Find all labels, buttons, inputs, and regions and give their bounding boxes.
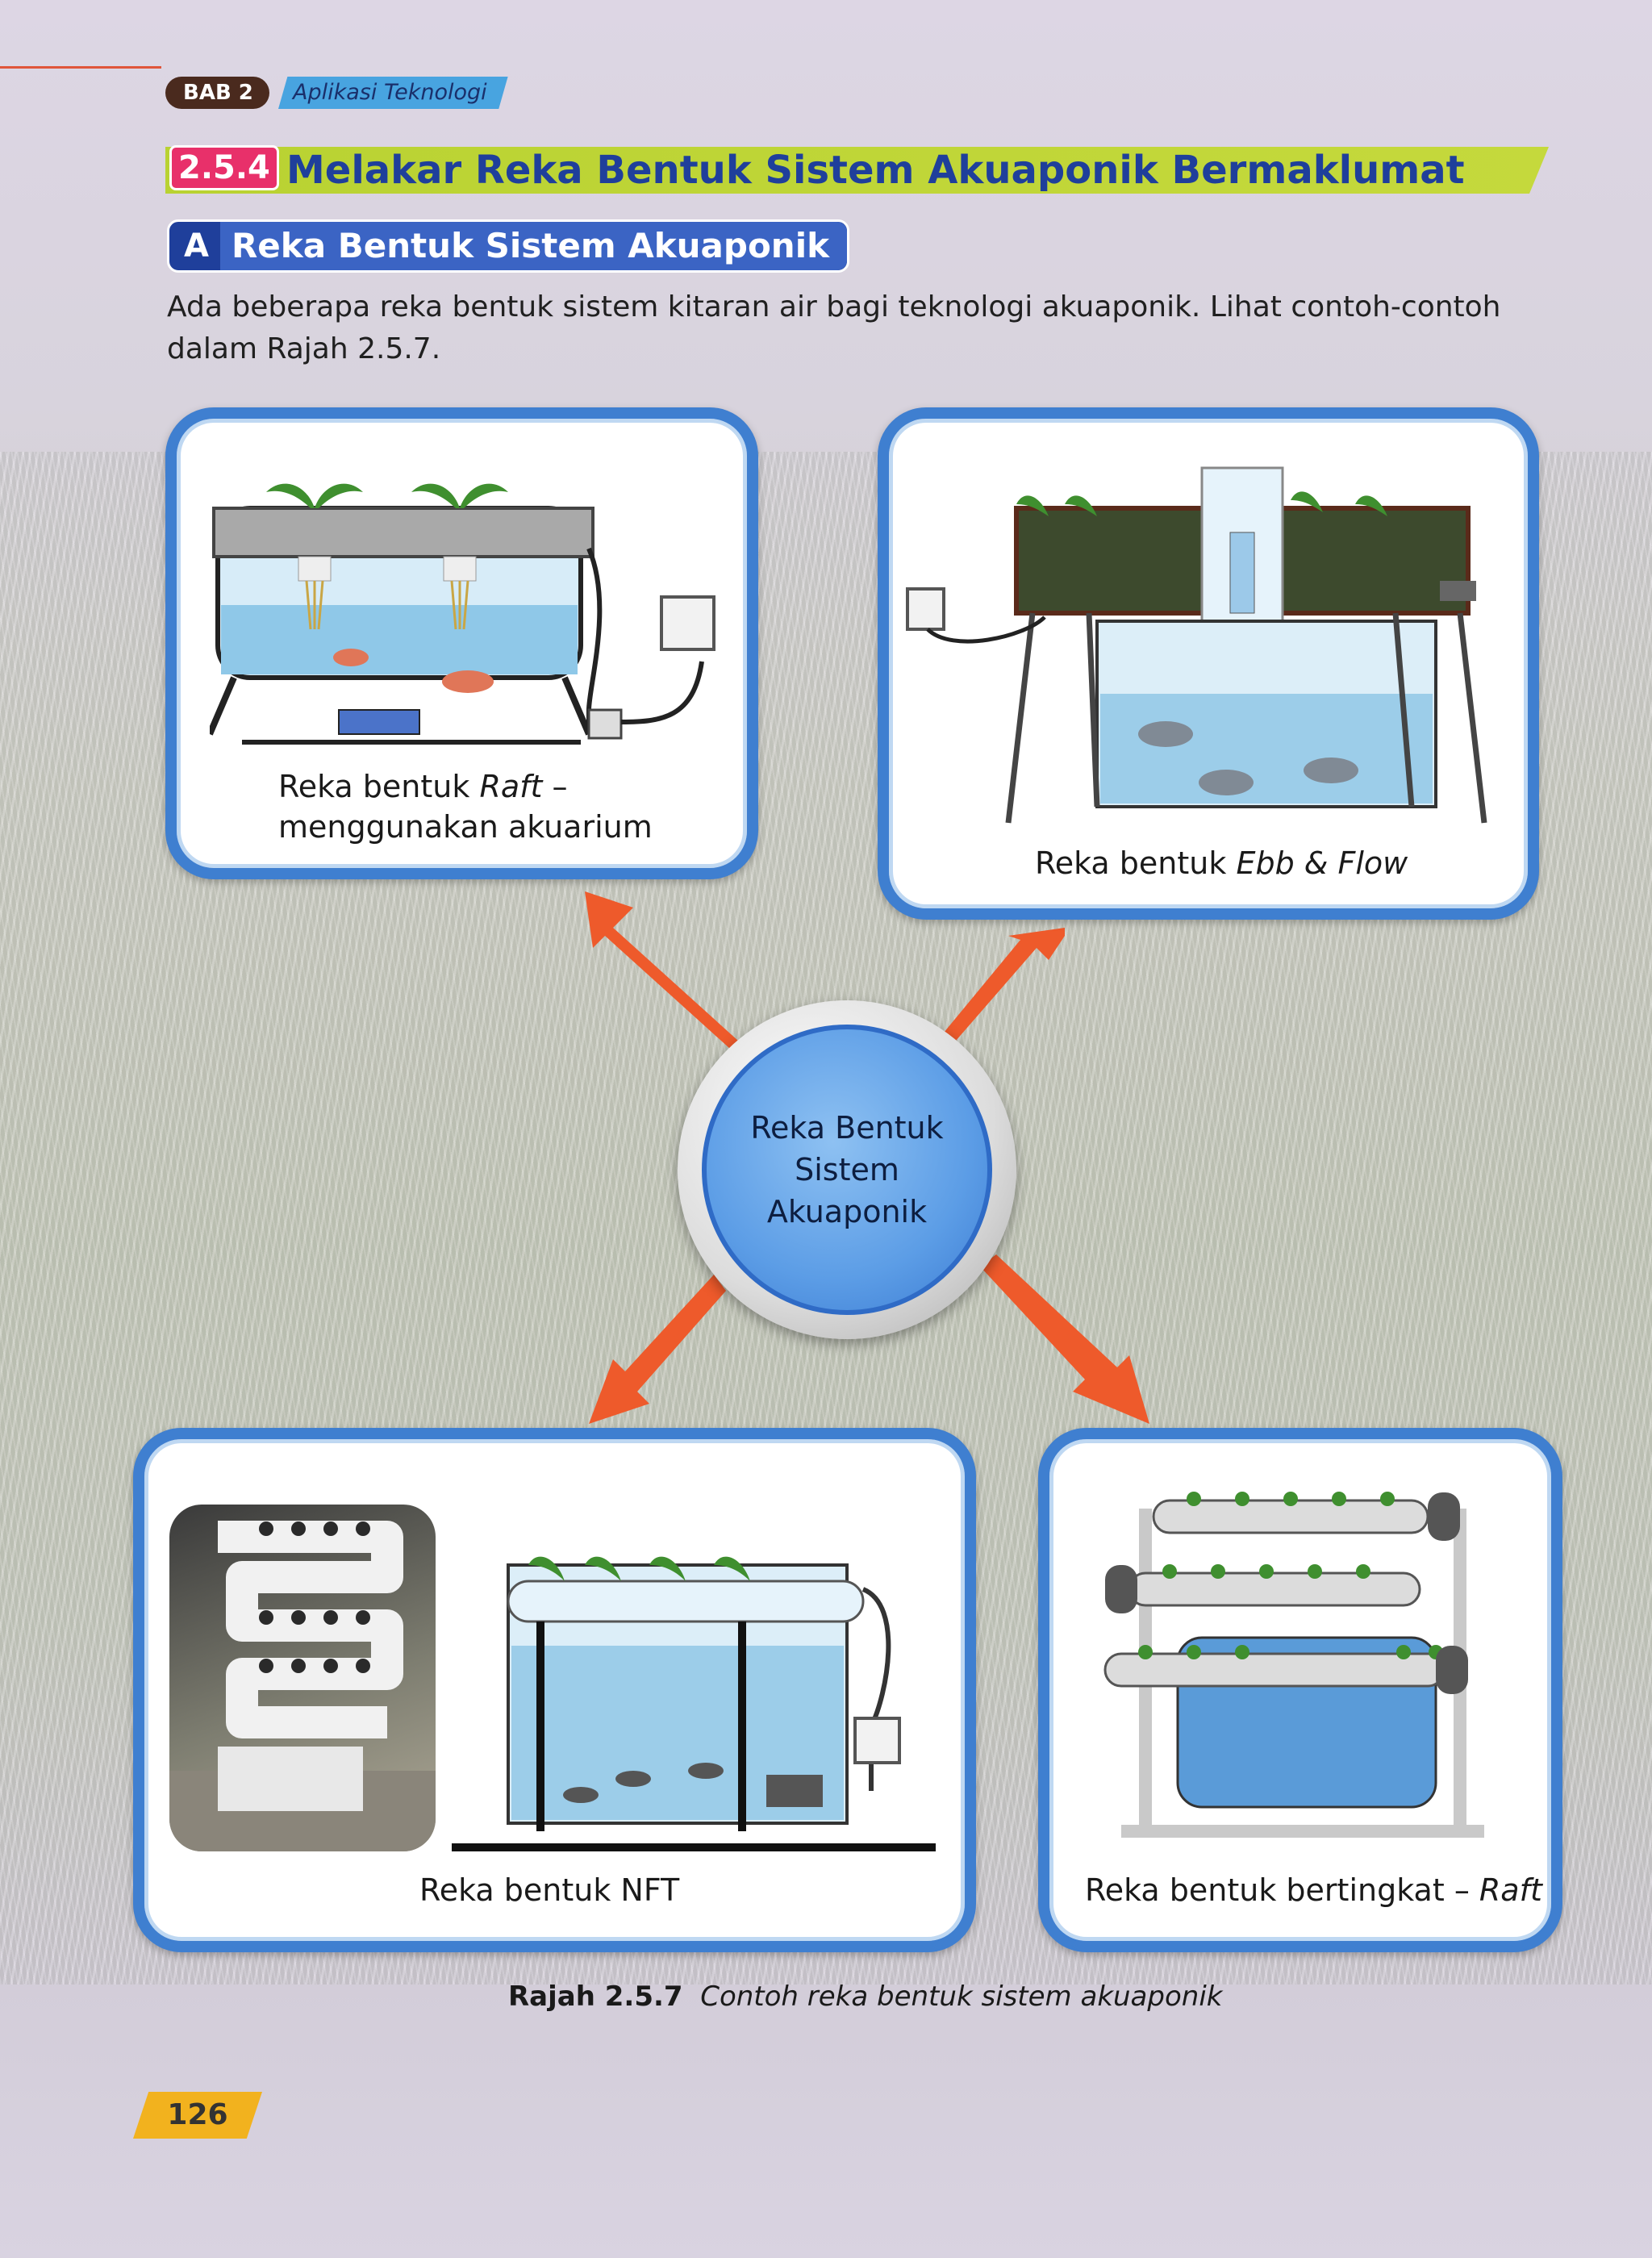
hub-label: Reka Bentuk Sistem Akuaponik xyxy=(750,1110,944,1229)
section-title: Melakar Reka Bentuk Sistem Akuaponik Ber… xyxy=(286,148,1465,193)
caption-text: Reka bentuk xyxy=(278,769,480,804)
subsection-heading: A Reka Bentuk Sistem Akuaponik xyxy=(167,219,850,273)
page-number: 126 xyxy=(133,2092,262,2139)
figure-caption: Rajah 2.5.7 Contoh reka bentuk sistem ak… xyxy=(508,1980,1222,2013)
caption-text: Reka bentuk NFT xyxy=(419,1872,680,1908)
tiered-raft-illustration xyxy=(1103,1492,1484,1838)
figure-text: Contoh reka bentuk sistem akuaponik xyxy=(700,1980,1223,2013)
chapter-name: Aplikasi Teknologi xyxy=(278,77,508,109)
header-line xyxy=(0,66,161,69)
caption-nft: Reka bentuk NFT xyxy=(419,1870,679,1910)
caption-line2: menggunakan akuarium xyxy=(278,809,653,845)
section-number: 2.5.4 xyxy=(169,145,279,190)
caption-tiered-raft: Reka bentuk bertingkat – Raft xyxy=(1085,1870,1542,1910)
arrow-bottom-right xyxy=(980,1254,1149,1424)
caption-ebb-flow: Reka bentuk Ebb & Flow xyxy=(1035,843,1408,883)
caption-italic: Raft xyxy=(1479,1872,1542,1908)
figure-label: Rajah 2.5.7 xyxy=(508,1980,683,2013)
subsection-letter: A xyxy=(184,227,209,265)
caption-text: – xyxy=(542,769,568,804)
section-bar xyxy=(165,147,1549,194)
intro-paragraph: Ada beberapa reka bentuk sistem kitaran … xyxy=(167,290,1501,365)
caption-italic: Raft xyxy=(479,769,543,804)
pipe-photo-illustration xyxy=(169,1521,436,1851)
subsection-title: Reka Bentuk Sistem Akuaponik xyxy=(219,222,848,270)
raft-aquarium-illustration xyxy=(210,483,715,745)
ebb-flow-illustration xyxy=(906,466,1487,824)
diagram-hub: Reka Bentuk Sistem Akuaponik xyxy=(702,1025,992,1315)
nft-illustration xyxy=(452,1556,936,1851)
caption-italic: Ebb & Flow xyxy=(1236,845,1408,881)
caption-text: Reka bentuk xyxy=(1035,845,1237,881)
arrow-bottom-left xyxy=(589,1275,726,1424)
caption-raft-aquarium: Reka bentuk Raft – menggunakan akuarium xyxy=(278,766,653,847)
chapter-badge: BAB 2 xyxy=(165,77,269,109)
arrow-top-right xyxy=(944,928,1065,1041)
caption-text: Reka bentuk bertingkat – xyxy=(1085,1872,1479,1908)
vertical-pipe-photo xyxy=(169,1505,436,1851)
arrow-top-left xyxy=(585,891,738,1049)
